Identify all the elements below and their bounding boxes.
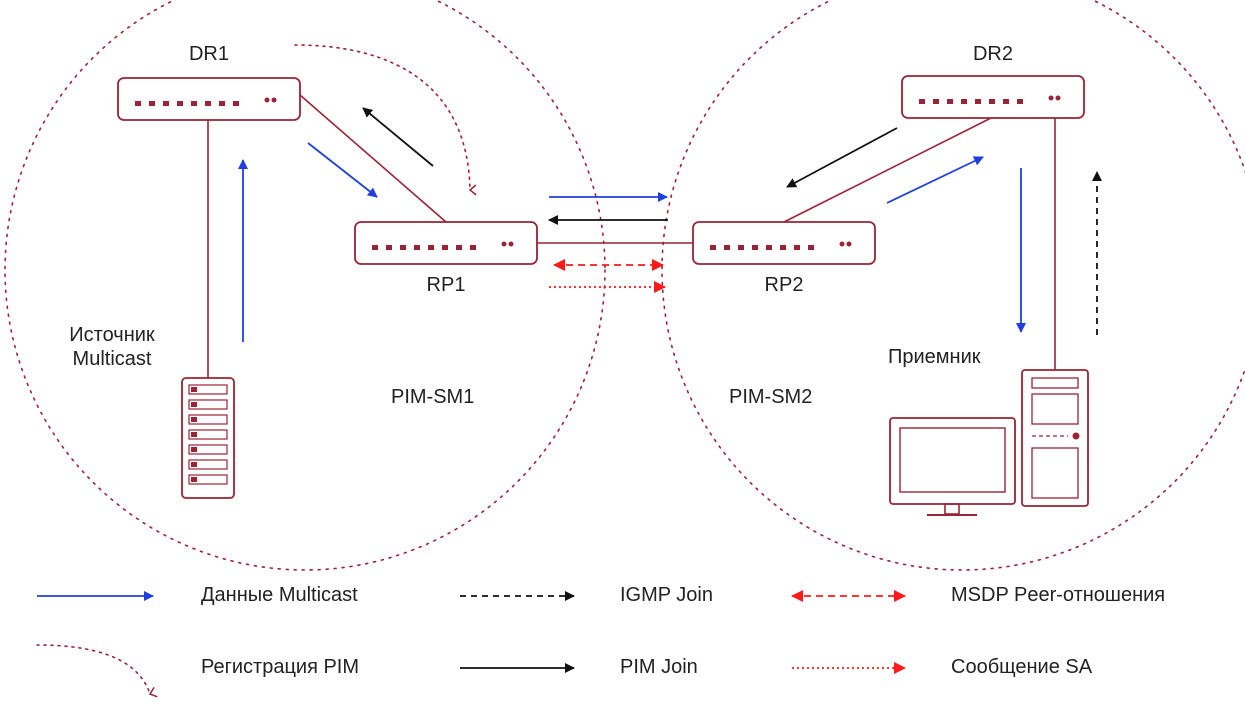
router-rp2	[692, 221, 876, 265]
router-rp1	[354, 221, 538, 265]
source-server	[181, 377, 235, 499]
label-dr2: DR2	[972, 43, 1014, 65]
legend-msdp-label: MSDP Peer-отношения	[951, 584, 1166, 606]
router-dr2	[901, 75, 1085, 119]
legend-sa-label: Сообщение SA	[951, 656, 1093, 678]
label-domain-pim-sm1: PIM-SM1	[391, 386, 475, 408]
receiver-computer	[889, 369, 1089, 516]
router-dr1	[117, 77, 301, 121]
legend-pim-join-label: PIM Join	[620, 656, 698, 678]
pim-join-rp1-to-dr1	[362, 107, 434, 167]
label-receiver: Приемник	[888, 346, 981, 368]
label-rp2: RP2	[764, 274, 804, 296]
legend-igmp-label: IGMP Join	[620, 584, 713, 606]
link-rp2-dr2	[783, 116, 994, 223]
pim-register-curve	[294, 44, 477, 196]
pim-join-dr2-to-rp2	[786, 127, 898, 188]
legend-multicast-label: Данные Multicast	[201, 584, 358, 606]
label-dr1: DR1	[188, 43, 230, 65]
label-domain-pim-sm2: PIM-SM2	[729, 386, 813, 408]
multicast-dr1-to-rp1	[307, 142, 378, 198]
link-dr1-rp1	[299, 94, 447, 223]
legend-pim-register-label: Регистрация PIM	[201, 656, 360, 678]
multicast-rp2-to-dr2	[886, 156, 984, 204]
label-rp1: RP1	[426, 274, 466, 296]
label-source: Источник Multicast	[69, 324, 155, 370]
domain-pim-sm1-boundary	[4, 0, 606, 571]
legend-pim-register-symbol	[36, 644, 158, 698]
